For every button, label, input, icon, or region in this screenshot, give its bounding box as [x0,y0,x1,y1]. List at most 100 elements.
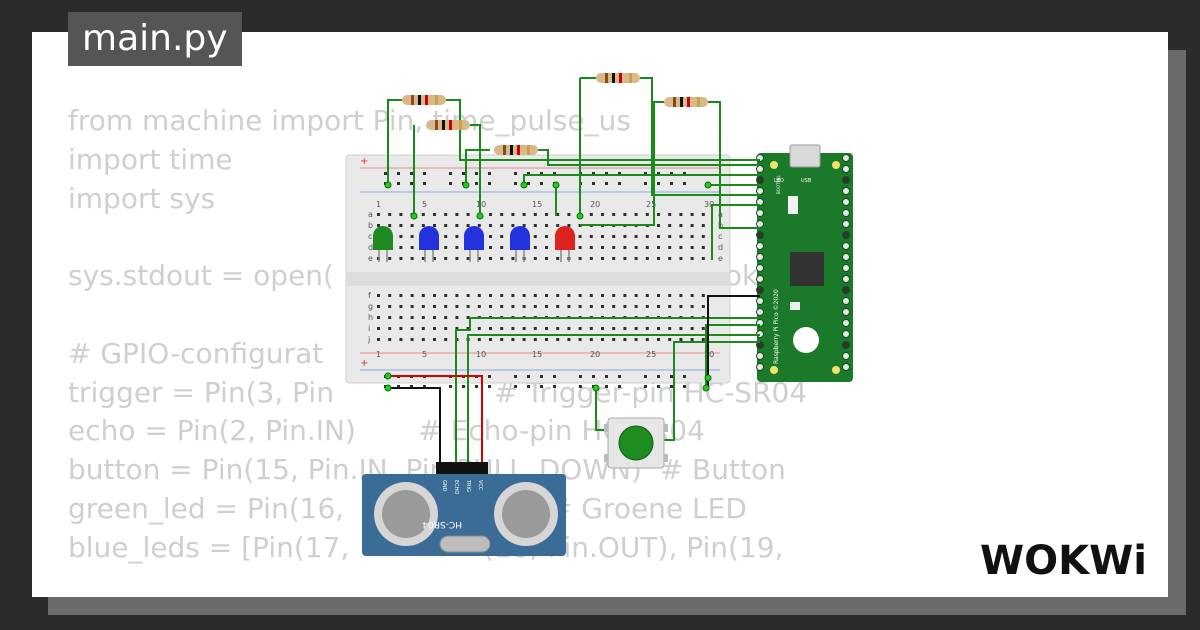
breadboard-hole [533,246,537,249]
breadboard-hole [488,385,491,388]
breadboard-hole [679,213,683,216]
breadboard-hole [533,257,537,260]
breadboard-hole [634,235,638,238]
breadboard-hole [601,294,604,297]
breadboard-hole [421,257,425,260]
pico-pin [756,297,764,305]
column-number: 30 [704,200,714,209]
breadboard-hole [397,385,400,388]
resistor[interactable] [494,145,538,155]
breadboard-hole [601,213,604,216]
breadboard-hole [488,182,491,185]
code-line: green_led = Pin(16, # Groene LED [68,491,747,525]
wire [705,324,760,388]
resistor[interactable] [426,120,470,130]
breadboard-hole [634,327,638,330]
pico-pin [842,154,850,162]
resistor[interactable] [664,97,708,107]
breadboard-hole [657,385,660,388]
green-led[interactable] [373,226,393,262]
breadboard-hole [601,305,604,308]
breadboard-hole [421,213,425,216]
header-pins-icon [436,462,488,474]
breadboard-hole [466,316,470,319]
breadboard-hole [601,246,604,249]
breadboard-hole [668,213,672,216]
resistor[interactable] [402,95,446,105]
breadboard-hole [701,294,705,297]
wire-endpoint [384,384,392,392]
blue-led[interactable] [510,226,530,262]
row-label: d [718,243,723,252]
hc-sr04-sensor[interactable]: HC-SR04 GND ECHO TRIG VCC [362,462,566,556]
breadboard-hole [601,257,604,260]
breadboard-hole [556,305,560,308]
breadboard-hole [556,294,560,297]
button-cap-icon[interactable] [618,425,654,461]
breadboard-hole [592,375,595,378]
breadboard-hole [489,257,492,260]
breadboard-hole [477,257,481,260]
breadboard-hole [399,338,403,341]
breadboard-hole [388,338,392,341]
pico-pin [842,242,850,250]
file-tab[interactable]: main.py [68,12,242,66]
breadboard-hole [701,257,705,260]
breadboard-hole [514,182,517,185]
raspberry-pi-pico[interactable]: USB LED BOOTSEL Raspberry Pi Pico ©2020 [756,144,854,382]
breadboard-hole [690,294,694,297]
breadboard-hole [514,172,517,175]
breadboard-hole [533,224,537,227]
breadboard-hole [511,294,515,297]
row-label: e [368,254,373,263]
breadboard-hole [701,338,705,341]
red-led[interactable] [555,226,575,262]
wire [580,101,664,226]
breadboard-hole [500,224,504,227]
breadboard-hole [511,305,515,308]
blue-led[interactable] [419,226,439,262]
breadboard-hole [500,338,504,341]
breadboard-hole [522,294,526,297]
blue-led[interactable] [464,226,484,262]
breadboard-hole [657,235,660,238]
column-number: 1 [376,200,381,209]
sensor-name: HC-SR04 [422,519,462,529]
wire [465,149,490,185]
breadboard-hole [545,213,548,216]
breadboard-hole [634,294,638,297]
breadboard-hole [623,327,627,330]
breadboard-hole [589,338,593,341]
bootsel-button-icon[interactable] [788,196,798,214]
pico-pin [842,330,850,338]
breadboard-hole [399,224,403,227]
push-button[interactable] [604,417,668,469]
breadboard-hole [511,224,515,227]
breadboard-hole [679,224,683,227]
breadboard-hole [645,246,649,249]
breadboard-hole [421,294,425,297]
breadboard-hole [618,172,621,175]
button-leg [664,424,668,432]
pico-pin [842,209,850,217]
breadboard-hole [399,294,403,297]
breadboard-hole [567,327,571,330]
breadboard-hole [500,235,504,238]
wire [446,99,760,161]
breadboard-hole [645,257,649,260]
pico-pin [842,275,850,283]
sensor-pin-label: TRIG [465,479,471,492]
breadboard-hole [589,305,593,308]
resistor[interactable] [596,73,640,83]
breadboard-hole [623,338,627,341]
breadboard-hole [399,235,403,238]
column-number: 15 [532,200,542,209]
breadboard-hole [421,305,425,308]
breadboard-hole [623,235,627,238]
breadboard-hole [690,327,694,330]
row-label: f [368,291,371,300]
breadboard-hole [444,338,448,341]
rp2040-chip-icon [790,252,824,286]
breadboard-hole [578,257,582,260]
